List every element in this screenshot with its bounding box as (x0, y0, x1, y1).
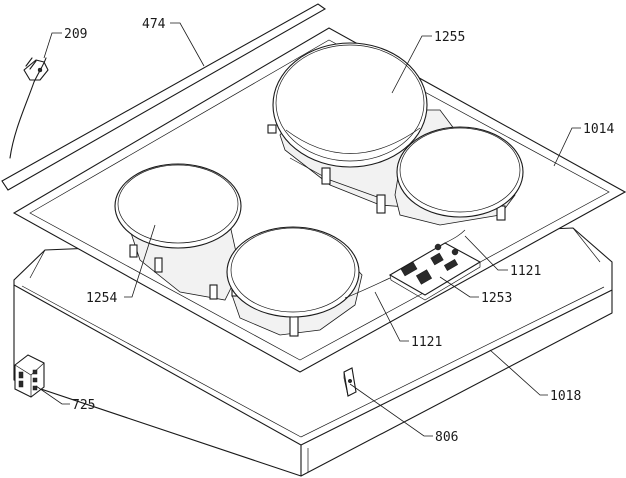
label-1014: 1014 (583, 122, 614, 137)
burner-1254 (114, 163, 242, 301)
trim-strip (1, 3, 327, 191)
label-806: 806 (435, 430, 458, 445)
label-1018: 1018 (550, 389, 581, 404)
label-474: 474 (142, 17, 166, 32)
label-725: 725 (72, 398, 95, 413)
terminal-connector (14, 354, 45, 398)
reference-labels: 209 474 1255 1014 1121 1254 1253 1121 10… (64, 17, 614, 445)
mounting-bracket (343, 367, 357, 397)
label-1254: 1254 (86, 291, 117, 306)
leader-lines (35, 22, 581, 437)
power-cord (9, 57, 49, 159)
burner-front (226, 226, 363, 337)
control-board (344, 229, 482, 301)
label-1255: 1255 (434, 30, 465, 45)
burner-right (394, 126, 524, 226)
label-1253: 1253 (481, 291, 512, 306)
label-209: 209 (64, 27, 87, 42)
glass-top-plate (12, 27, 626, 373)
label-1121-upper: 1121 (510, 264, 541, 279)
label-1121-lower: 1121 (411, 335, 442, 350)
